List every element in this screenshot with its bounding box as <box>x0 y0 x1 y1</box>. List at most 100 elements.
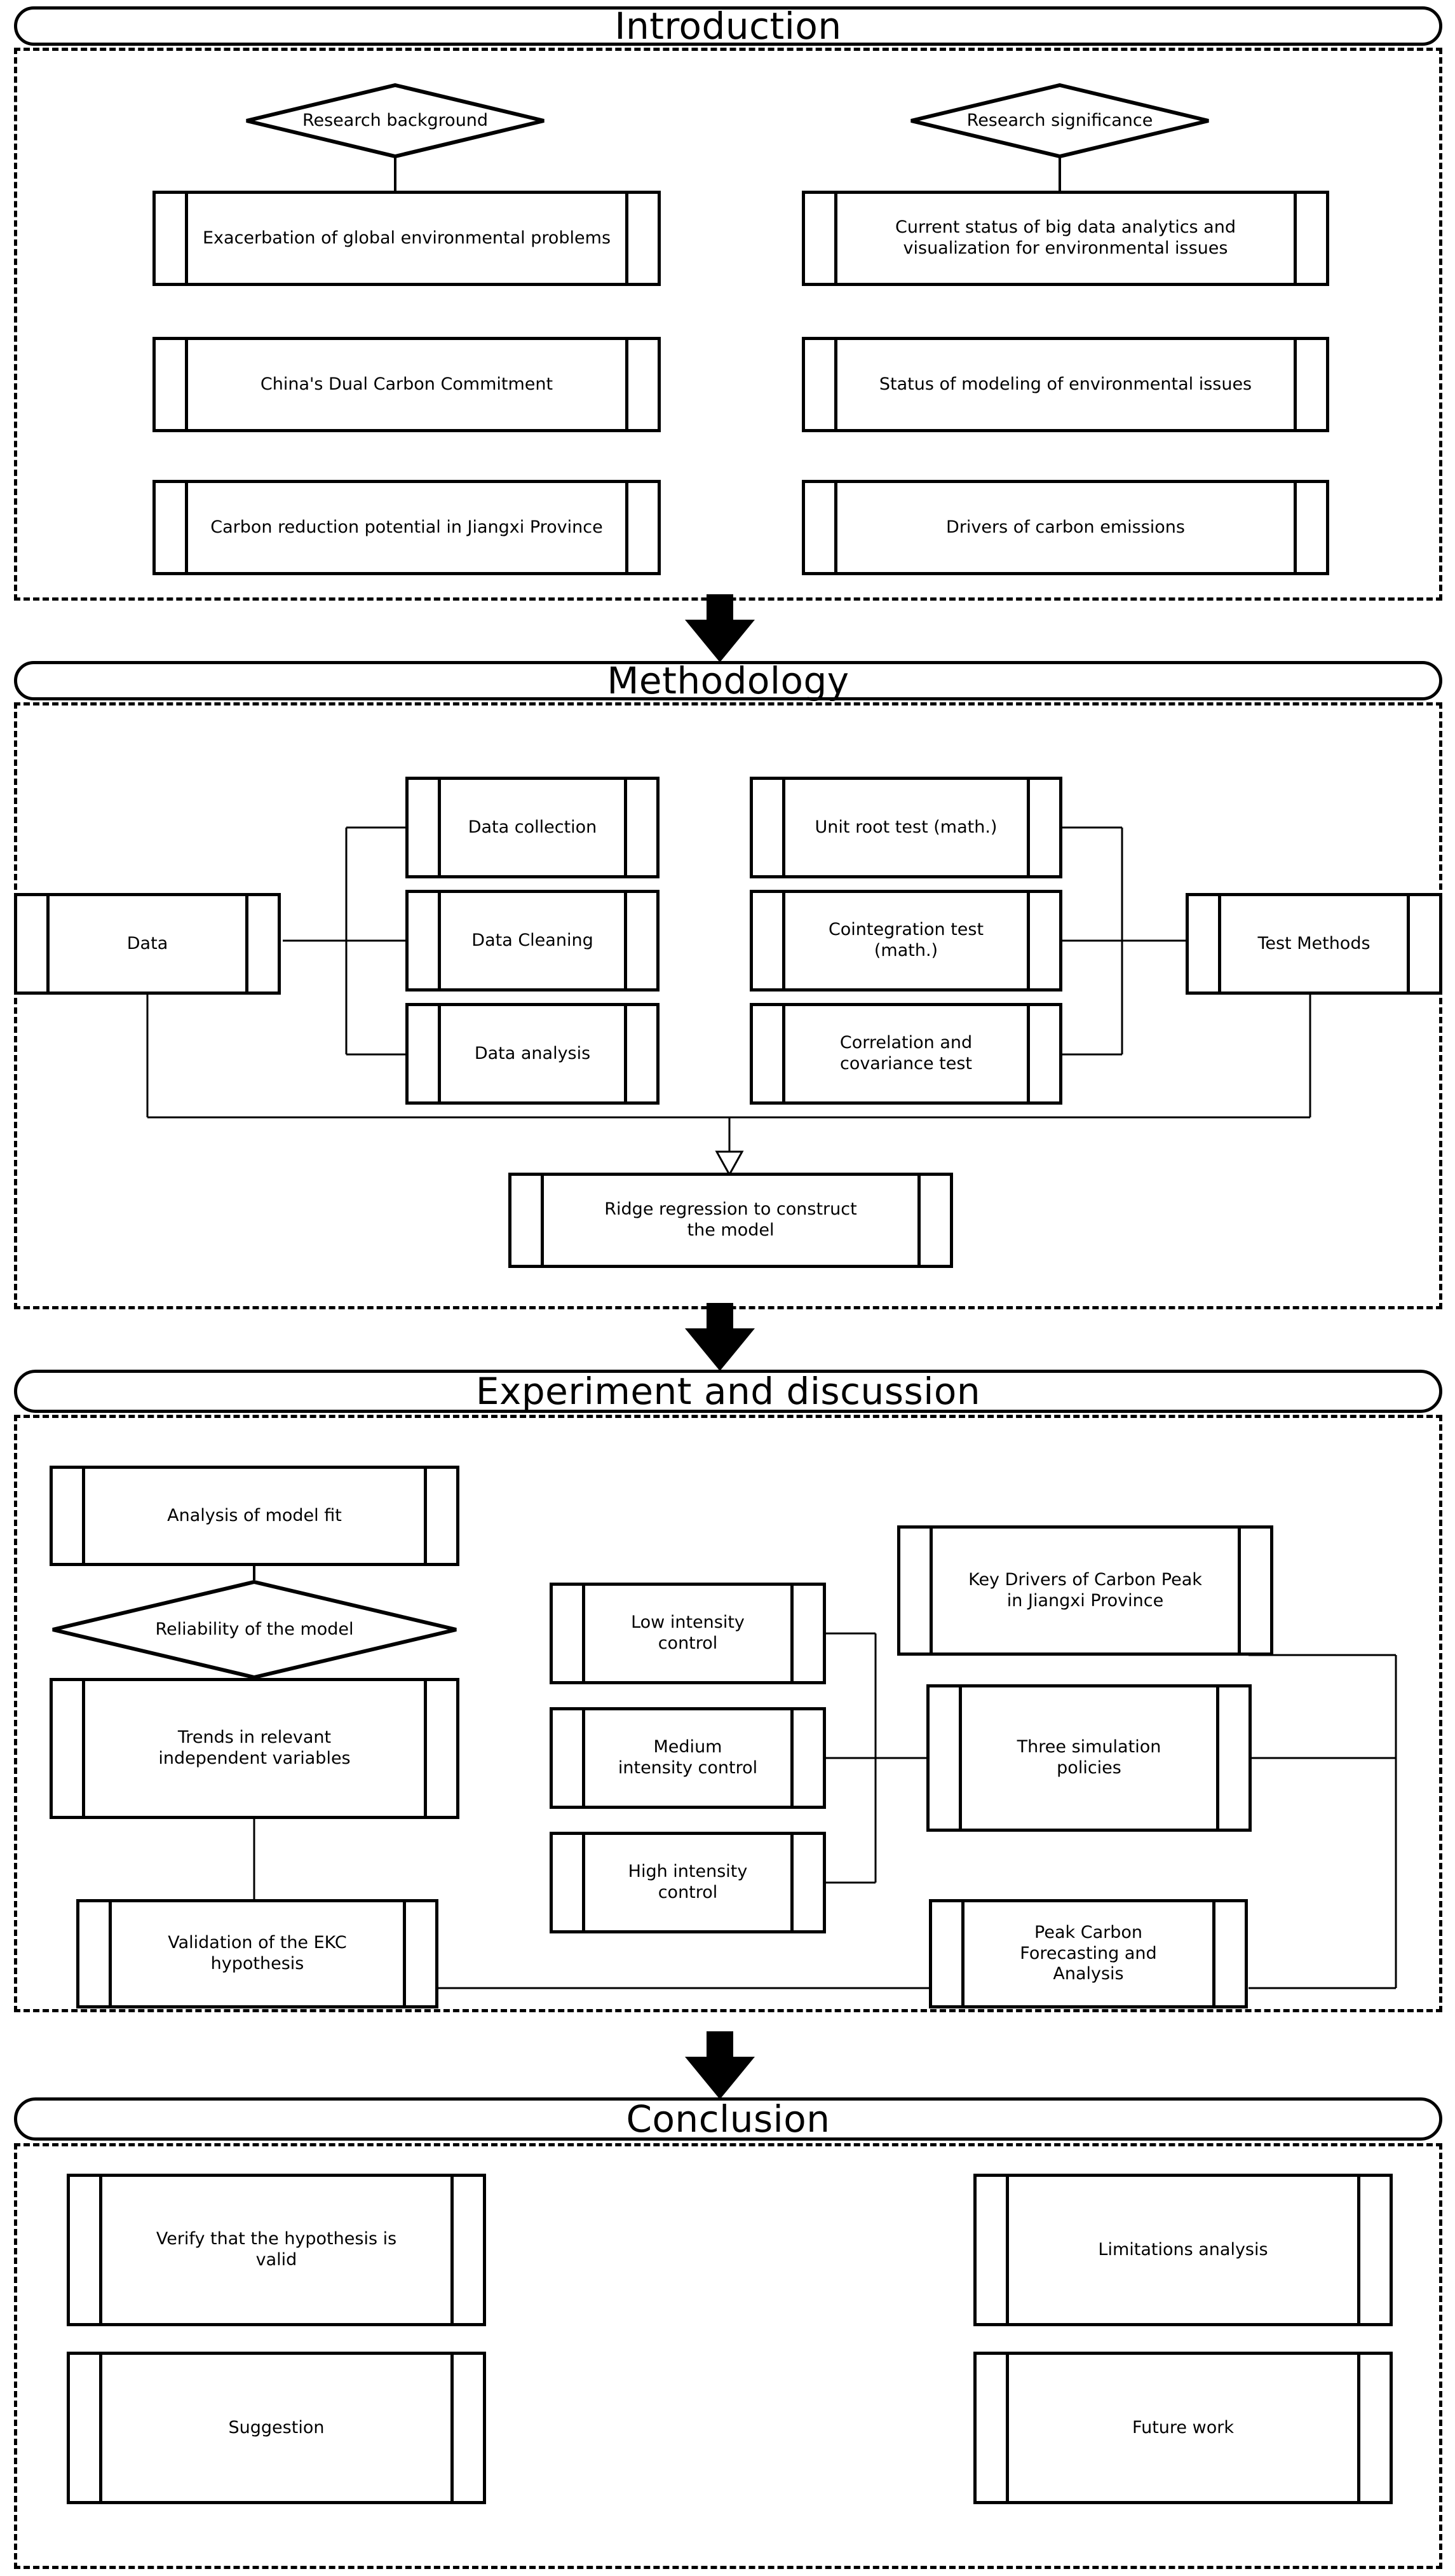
box-three-simulation-policies[interactable]: Three simulation policies <box>926 1684 1252 1832</box>
box-status-modeling-environmental-issues[interactable]: Status of modeling of environmental issu… <box>802 337 1329 432</box>
diamond-research-significance[interactable]: Research significance <box>909 83 1211 159</box>
section-body-introduction <box>14 48 1442 601</box>
diamond-reliability-of-the-model[interactable]: Reliability of the model <box>50 1579 459 1680</box>
box-data-collection[interactable]: Data collection <box>405 777 660 878</box>
box-label: Trends in relevant independent variables <box>158 1728 351 1768</box>
process-rail-right <box>1238 1525 1241 1656</box>
box-label: Suggestion <box>228 2417 325 2437</box>
box-label: Data collection <box>468 817 597 837</box>
box-medium-intensity-control[interactable]: Medium intensity control <box>550 1707 826 1809</box>
box-label: Data Cleaning <box>471 930 593 950</box>
box-trends-independent-variables[interactable]: Trends in relevant independent variables <box>50 1678 459 1819</box>
box-ridge-regression[interactable]: Ridge regression to construct the model <box>508 1173 953 1268</box>
box-label: Correlation and covariance test <box>839 1033 973 1073</box>
diamond-shape-icon <box>244 83 546 159</box>
process-rail-left <box>782 777 785 878</box>
process-rail-left <box>46 893 50 995</box>
arrow-intro-to-methodology <box>685 594 755 662</box>
box-china-dual-carbon-commitment[interactable]: China's Dual Carbon Commitment <box>152 337 661 432</box>
section-body-experiment <box>14 1415 1442 2012</box>
box-label: Low intensity control <box>631 1612 745 1653</box>
box-correlation-covariance-test[interactable]: Correlation and covariance test <box>750 1003 1062 1105</box>
box-label: Current status of big data analytics and… <box>895 217 1236 258</box>
box-high-intensity-control[interactable]: High intensity control <box>550 1832 826 1933</box>
diamond-research-background[interactable]: Research background <box>244 83 546 159</box>
box-validation-ekc-hypothesis[interactable]: Validation of the EKC hypothesis <box>76 1899 438 2008</box>
box-label: Cointegration test (math.) <box>828 920 984 960</box>
box-verify-hypothesis-valid[interactable]: Verify that the hypothesis is valid <box>67 2174 486 2326</box>
box-label: Medium intensity control <box>618 1737 758 1778</box>
box-key-drivers-carbon-peak[interactable]: Key Drivers of Carbon Peak in Jiangxi Pr… <box>897 1525 1273 1656</box>
process-rail-right <box>1027 777 1030 878</box>
process-rail-left <box>438 890 441 992</box>
box-data-cleaning[interactable]: Data Cleaning <box>405 890 660 992</box>
box-peak-carbon-forecasting[interactable]: Peak Carbon Forecasting and Analysis <box>929 1899 1248 2008</box>
process-rail-right <box>424 1678 427 1819</box>
box-carbon-reduction-potential-jiangxi[interactable]: Carbon reduction potential in Jiangxi Pr… <box>152 480 661 575</box>
process-rail-right <box>1212 1899 1215 2008</box>
box-limitations-analysis[interactable]: Limitations analysis <box>973 2174 1393 2326</box>
process-rail-left <box>582 1832 585 1933</box>
box-label: Key Drivers of Carbon Peak in Jiangxi Pr… <box>968 1569 1202 1611</box>
process-rail-left <box>99 2174 102 2326</box>
process-rail-right <box>1294 191 1297 286</box>
box-label: Limitations analysis <box>1098 2239 1268 2259</box>
box-label: Validation of the EKC hypothesis <box>168 1933 347 1973</box>
process-rail-right <box>1216 1684 1219 1832</box>
box-analysis-of-model-fit[interactable]: Analysis of model fit <box>50 1466 459 1566</box>
process-rail-left <box>185 480 188 575</box>
process-rail-right <box>1027 890 1030 992</box>
box-drivers-of-carbon-emissions[interactable]: Drivers of carbon emissions <box>802 480 1329 575</box>
process-rail-right <box>424 1466 427 1566</box>
box-low-intensity-control[interactable]: Low intensity control <box>550 1583 826 1684</box>
process-rail-left <box>834 480 837 575</box>
box-unit-root-test[interactable]: Unit root test (math.) <box>750 777 1062 878</box>
box-label: Peak Carbon Forecasting and Analysis <box>1020 1922 1157 1984</box>
box-label: Status of modeling of environmental issu… <box>879 374 1252 394</box>
process-rail-left <box>834 337 837 432</box>
process-rail-right <box>790 1832 794 1933</box>
process-rail-right <box>790 1707 794 1809</box>
box-suggestion[interactable]: Suggestion <box>67 2352 486 2504</box>
hollow-down-arrow-icon <box>715 1150 744 1177</box>
process-rail-left <box>930 1525 933 1656</box>
process-rail-left <box>582 1583 585 1684</box>
process-rail-left <box>834 191 837 286</box>
process-rail-right <box>403 1899 406 2008</box>
box-cointegration-test[interactable]: Cointegration test (math.) <box>750 890 1062 992</box>
process-rail-left <box>1218 893 1221 995</box>
box-future-work[interactable]: Future work <box>973 2352 1393 2504</box>
box-label: Carbon reduction potential in Jiangxi Pr… <box>210 517 603 537</box>
box-label: Data <box>126 933 168 953</box>
box-current-status-big-data-analytics[interactable]: Current status of big data analytics and… <box>802 191 1329 286</box>
section-body-methodology <box>14 702 1442 1309</box>
diamond-label: Research background <box>302 110 489 130</box>
box-exacerbation-global-environmental-problems[interactable]: Exacerbation of global environmental pro… <box>152 191 661 286</box>
process-rail-right <box>1294 480 1297 575</box>
arrow-experiment-to-conclusion <box>685 2031 755 2099</box>
process-rail-left <box>1006 2174 1009 2326</box>
process-rail-left <box>582 1707 585 1809</box>
section-title-methodology: Methodology <box>607 659 849 702</box>
section-header-methodology: Methodology <box>14 661 1442 700</box>
box-label: Drivers of carbon emissions <box>946 517 1185 537</box>
arrow-methodology-to-experiment <box>685 1303 755 1371</box>
section-title-conclusion: Conclusion <box>626 2097 830 2141</box>
box-data[interactable]: Data <box>14 893 281 995</box>
section-header-introduction: Introduction <box>14 6 1442 46</box>
process-rail-right <box>1357 2352 1360 2504</box>
process-rail-right <box>1357 2174 1360 2326</box>
process-rail-right <box>450 2174 454 2326</box>
diamond-shape-icon <box>909 83 1211 159</box>
process-rail-right <box>625 191 628 286</box>
process-rail-left <box>1006 2352 1009 2504</box>
box-label: High intensity control <box>628 1862 748 1902</box>
process-rail-right <box>450 2352 454 2504</box>
process-rail-right <box>624 890 627 992</box>
process-rail-left <box>961 1899 964 2008</box>
box-label: Analysis of model fit <box>167 1505 342 1525</box>
process-rail-right <box>624 777 627 878</box>
process-rail-right <box>1407 893 1410 995</box>
box-data-analysis[interactable]: Data analysis <box>405 1003 660 1105</box>
box-test-methods[interactable]: Test Methods <box>1186 893 1442 995</box>
